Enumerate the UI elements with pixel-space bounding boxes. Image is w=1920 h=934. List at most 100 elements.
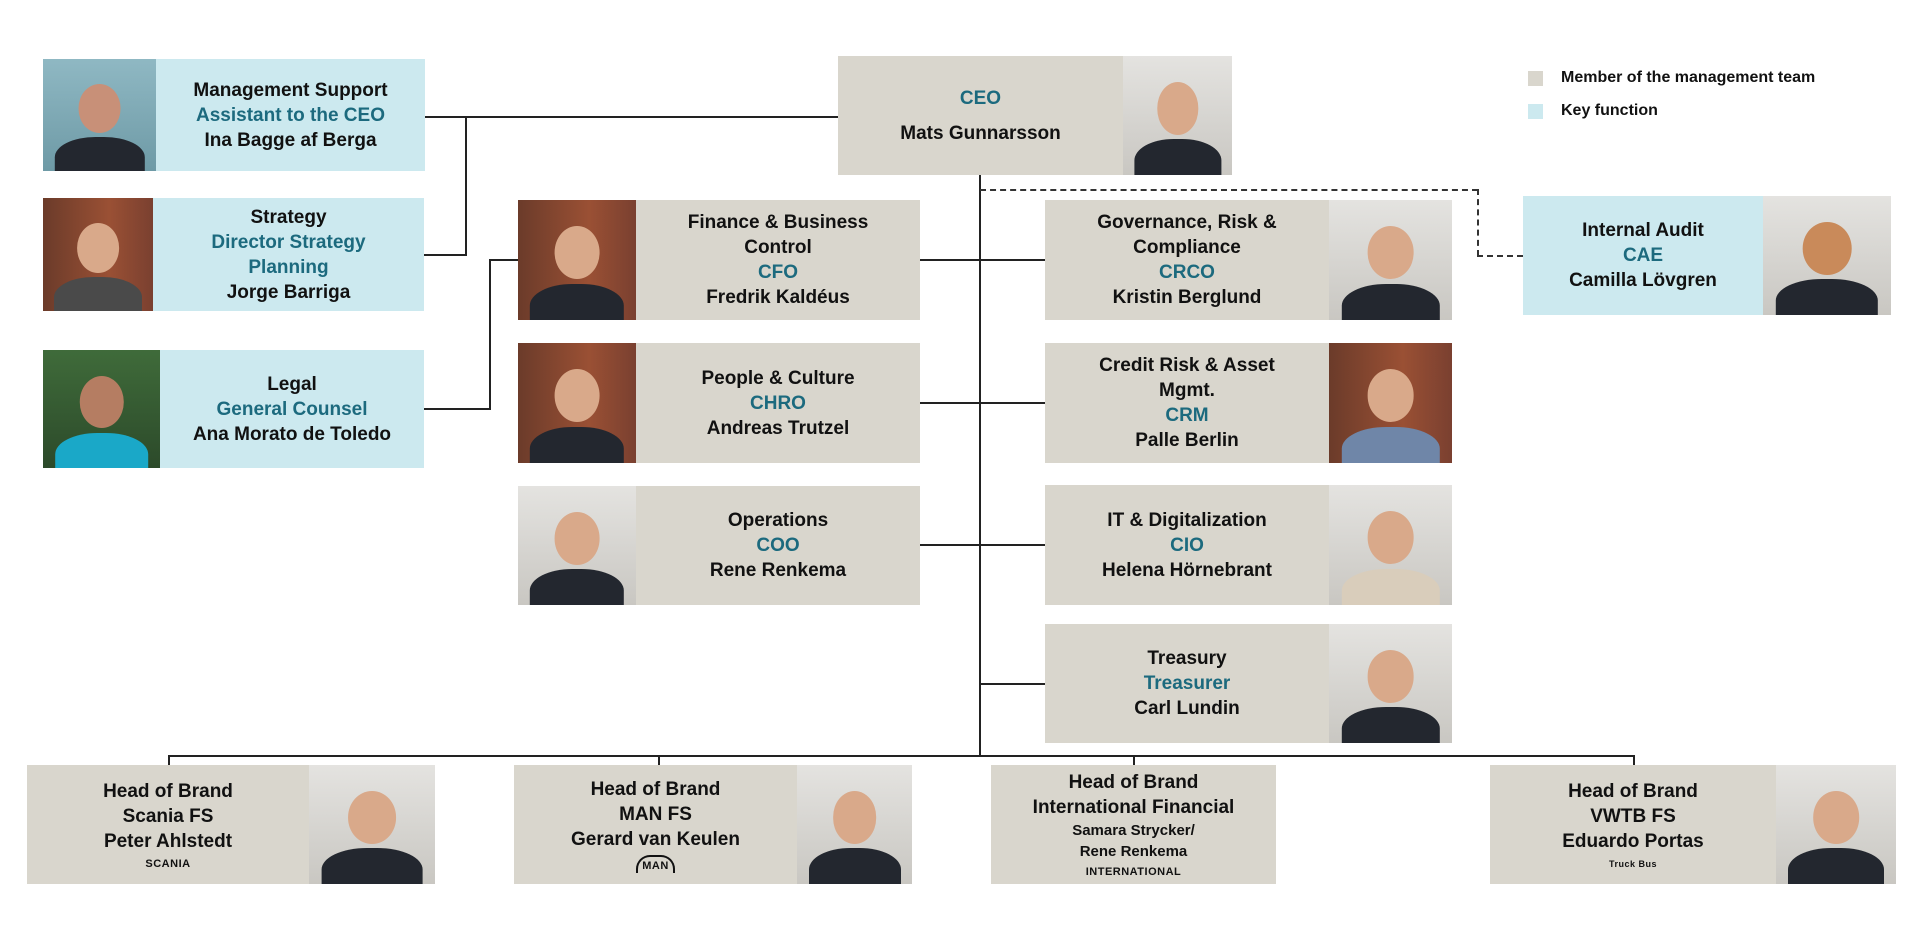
ceo-photo [1123,56,1232,175]
person-photo [1763,196,1891,315]
brand-name: VWTB FS [1590,805,1676,827]
role-title: CEO [959,87,1002,109]
ceo-card[interactable]: CEO Mats Gunnarsson [838,56,1232,175]
audit-dashed-line [1477,255,1523,257]
department: Governance, Risk & Compliance [1097,212,1277,258]
brand-role: Head of Brand [103,780,233,802]
person-name: Peter Ahlstedt [103,830,233,852]
role-title: CRCO [1159,262,1215,283]
brand-role: Head of Brand [1568,780,1698,802]
person-name: Kristin Berglund [1112,287,1262,308]
credit-risk-card[interactable]: Credit Risk & Asset Mgmt. CRM Palle Berlin [1045,343,1452,463]
scania-logo: SCANIA [145,857,191,870]
person-name: Rene Renkema [709,560,847,581]
legend-key: Key function [1528,102,1658,120]
person-name: Fredrik Kaldéus [706,287,850,308]
person-photo [1329,485,1452,605]
audit-dashed-line [980,189,1478,191]
brand-drop-line [658,755,660,765]
person-name: Ina Bagge af Berga [204,129,377,151]
person-photo [1776,765,1896,884]
department: Internal Audit [1582,220,1704,241]
person-photo [797,765,912,884]
person-name: Carl Lundin [1134,698,1240,719]
person-name: Palle Berlin [1135,430,1239,451]
brand-role: Head of Brand [1068,772,1199,793]
staff-line [424,254,466,256]
person-photo [518,486,636,605]
staff-line [465,116,467,256]
person-name: Mats Gunnarsson [900,122,1061,144]
person-name: Samara Strycker/ Rene Renkema [1072,822,1195,860]
person-name: Andreas Trutzel [706,417,850,439]
person-name: Gerard van Keulen [571,828,740,850]
person-photo [518,200,636,320]
brand-role: Head of Brand [590,778,721,800]
brand-drop-line [1133,755,1135,765]
role-title: Treasurer [1143,673,1231,694]
man-logo: MAN [636,854,675,873]
brand-drop-line [1633,755,1635,765]
role-title: CIO [1170,534,1204,556]
department: IT & Digitalization [1107,509,1267,531]
role-title: Assistant to the CEO [196,104,385,126]
brand-name: Scania FS [122,805,214,827]
person-photo [43,59,156,171]
department: Credit Risk & Asset Mgmt. [1099,355,1275,401]
person-photo [43,350,160,468]
brand-drop-line [168,755,170,765]
legend-swatch-key [1528,103,1543,119]
person-photo [309,765,435,884]
department: Strategy [250,206,327,228]
role-title: CFO [757,262,799,283]
audit-dashed-line [1477,189,1479,256]
person-photo [1329,624,1452,743]
department: Finance & Business Control [687,212,869,258]
department: Legal [267,373,317,395]
legend-swatch-member [1528,70,1543,86]
department: Operations [727,510,829,531]
role-title: Director Strategy Planning [211,231,366,278]
person-name: Camilla Lövgren [1569,270,1717,291]
person-name: Ana Morato de Toledo [192,423,392,445]
role-title: COO [756,535,800,556]
international-logo: INTERNATIONAL [1085,866,1182,878]
person-name: Helena Hörnebrant [1102,559,1272,581]
branch-line [920,402,1045,404]
brand-name: MAN FS [619,803,692,825]
ceo-trunk-line [979,175,981,756]
branch-line [920,544,1045,546]
department: Management Support [193,79,388,101]
vw-logo: Truck Bus [1608,858,1657,869]
branch-line [920,259,1045,261]
person-name: Jorge Barriga [226,281,351,303]
brand-bus-line [168,755,1635,757]
role-title: CHRO [750,392,806,414]
legal-line [489,259,491,410]
legend-label: Member of the management team [1561,69,1816,86]
staff-line [425,116,838,118]
brand-name: International Financial [1032,797,1235,818]
legend-label: Key function [1561,102,1658,119]
branch-line [980,683,1045,685]
role-title: CRM [1165,405,1209,426]
department: People & Culture [701,367,855,389]
person-photo [1329,343,1452,463]
legal-line [424,408,491,410]
role-title: CAE [1622,245,1664,266]
department: Treasury [1147,648,1227,669]
